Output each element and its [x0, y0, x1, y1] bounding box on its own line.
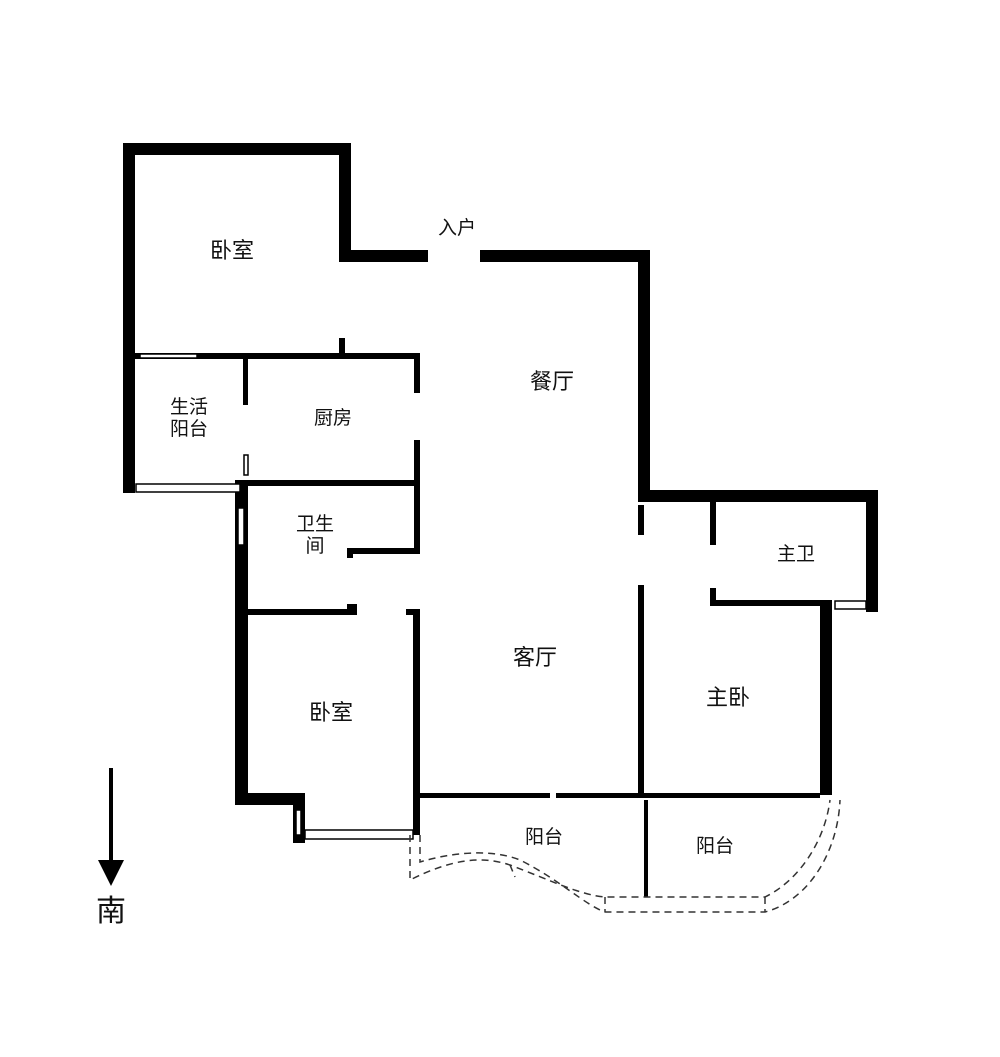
room-label-bedroom-south: 卧室	[308, 701, 354, 726]
walls	[123, 143, 878, 897]
room-label-kitchen: 厨房	[313, 407, 353, 429]
room-label-master-bedroom: 主卧	[705, 686, 751, 711]
room-label-balcony-right: 阳台	[695, 835, 735, 857]
room-label-living: 客厅	[512, 646, 558, 671]
room-label-bathroom: 卫生 间	[295, 513, 335, 557]
entrance-label: 入户	[437, 217, 477, 239]
room-label-utility-balcony: 生活 阳台	[169, 396, 209, 440]
south-arrow-icon	[98, 768, 124, 886]
room-label-balcony-left: 阳台	[524, 826, 564, 848]
room-label-bedroom-north: 卧室	[209, 239, 255, 264]
balcony-outline	[409, 799, 841, 913]
compass-south-label: 南	[96, 894, 126, 929]
windows	[135, 353, 867, 840]
room-label-master-bath: 主卫	[776, 543, 816, 565]
room-label-dining: 餐厅	[529, 370, 575, 395]
